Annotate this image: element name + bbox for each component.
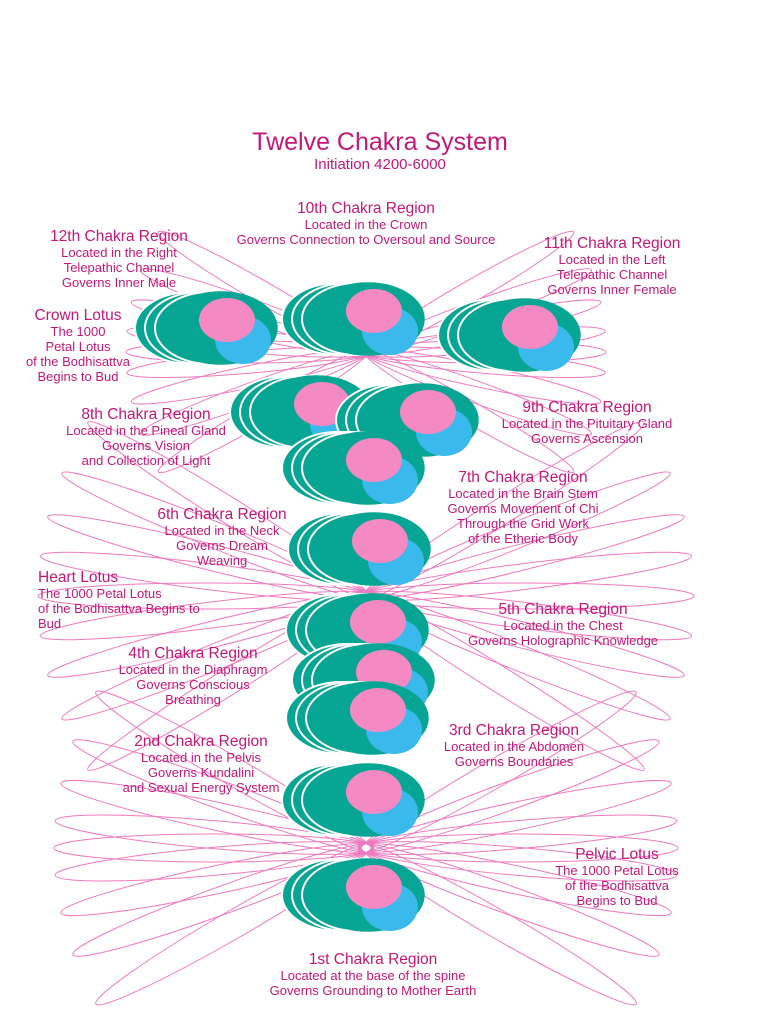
label-line: Located in the Left bbox=[558, 252, 666, 267]
chakra-12 bbox=[134, 291, 278, 365]
chakra-clusters bbox=[134, 282, 581, 932]
label-line: Telepathic Channel bbox=[63, 260, 175, 275]
chakra-11 bbox=[437, 298, 581, 372]
pelvic-lotus-petals bbox=[53, 690, 679, 1006]
label-line: Governs Conscious bbox=[136, 677, 250, 692]
label-heading: Heart Lotus bbox=[38, 569, 119, 586]
label-line: Located in the Pituitary Gland bbox=[501, 416, 673, 431]
chakra-pink-orb bbox=[502, 305, 558, 349]
label-line: The 1000 bbox=[50, 324, 106, 339]
chakra-pink-orb bbox=[346, 865, 402, 909]
label-heading: 10th Chakra Region bbox=[297, 200, 435, 217]
chakra-1 bbox=[281, 858, 425, 932]
label-line: Governs Connection to Oversoul and Sourc… bbox=[236, 232, 496, 247]
label-line: Governs Kundalini bbox=[147, 765, 255, 780]
chakra-pink-orb bbox=[350, 600, 406, 644]
label-line: and Sexual Energy System bbox=[122, 780, 280, 795]
label-line: Located at the base of the spine bbox=[280, 968, 466, 983]
label-heading: 2nd Chakra Region bbox=[134, 733, 268, 750]
label-line: Governs Boundaries bbox=[454, 754, 574, 769]
label-heading: 9th Chakra Region bbox=[522, 399, 652, 416]
label-heading: 1st Chakra Region bbox=[308, 951, 438, 968]
label-line: Located in the Chest bbox=[503, 618, 623, 633]
label-line: Governs Dream bbox=[176, 538, 268, 553]
label-line: of the Bodhisattva bbox=[564, 878, 670, 893]
lotus-petal bbox=[87, 590, 374, 771]
lotus-petal bbox=[53, 833, 375, 863]
label-heading: 6th Chakra Region bbox=[157, 506, 287, 523]
label-line: Governs Movement of Chi bbox=[447, 501, 599, 516]
chakra-pink-orb bbox=[346, 289, 402, 333]
chakra-pink-orb bbox=[400, 390, 456, 434]
label-line: Governs Inner Male bbox=[61, 275, 177, 290]
label-line: Telepathic Channel bbox=[556, 267, 668, 282]
label-line: Located in the Pineal Gland bbox=[66, 423, 226, 438]
label-line: and Collection of Light bbox=[81, 453, 211, 468]
label-line: Petal Lotus bbox=[45, 339, 111, 354]
chakra-pink-orb bbox=[352, 519, 408, 563]
label-line: Begins to Bud bbox=[37, 369, 119, 384]
label-line: Through the Grid Work bbox=[457, 516, 589, 531]
label-line: Governs Inner Female bbox=[547, 282, 677, 297]
chakra-10 bbox=[281, 282, 425, 356]
label-heading: 4th Chakra Region bbox=[128, 645, 258, 662]
chakra-2 bbox=[281, 763, 425, 837]
chakra-pink-orb bbox=[350, 688, 406, 732]
chakra-7 bbox=[281, 431, 425, 505]
label-heading: 8th Chakra Region bbox=[81, 406, 211, 423]
diagram-title: Twelve Chakra System bbox=[252, 128, 508, 156]
chakra-pink-orb bbox=[346, 438, 402, 482]
label-line: of the Etheric Body bbox=[468, 531, 578, 546]
label-heading: 11th Chakra Region bbox=[543, 235, 681, 252]
chakra-3 bbox=[285, 681, 429, 755]
label-line: Located in the Pelvis bbox=[141, 750, 261, 765]
label-heading: 12th Chakra Region bbox=[50, 228, 188, 245]
label-line: Located in the Brain Stem bbox=[448, 486, 598, 501]
label-line: Located in the Diaphragm bbox=[118, 662, 268, 677]
label-line: Begins to Bud bbox=[576, 893, 658, 908]
label-heading: Pelvic Lotus bbox=[575, 846, 659, 863]
label-line: Breathing bbox=[165, 692, 221, 707]
label-line: The 1000 Petal Lotus bbox=[38, 586, 162, 601]
label-heading: 3rd Chakra Region bbox=[448, 722, 580, 739]
label-line: Governs Vision bbox=[102, 438, 190, 453]
label-line: Governs Ascension bbox=[530, 431, 643, 446]
diagram-subtitle: Initiation 4200-6000 bbox=[314, 156, 446, 173]
label-line: Weaving bbox=[196, 553, 248, 568]
label-heading: Crown Lotus bbox=[34, 307, 122, 324]
label-line: of the Bodhisattva bbox=[25, 354, 131, 369]
label-line: Governs Holographic Knowledge bbox=[467, 633, 659, 648]
label-heading: 7th Chakra Region bbox=[458, 469, 588, 486]
label-line: Bud bbox=[38, 616, 62, 631]
chakra-pink-orb bbox=[346, 770, 402, 814]
label-line: Governs Grounding to Mother Earth bbox=[269, 983, 477, 998]
lotus-petal bbox=[95, 690, 374, 854]
chakra-pink-orb bbox=[199, 298, 255, 342]
label-line: Located in the Right bbox=[61, 245, 177, 260]
label-heading: 5th Chakra Region bbox=[498, 601, 628, 618]
label-line: of the Bodhisattva Begins to bbox=[38, 601, 200, 616]
label-line: Located in the Abdomen bbox=[443, 739, 585, 754]
label-line: Located in the Crown bbox=[304, 217, 428, 232]
label-line: Located in the Neck bbox=[164, 523, 280, 538]
label-line: The 1000 Petal Lotus bbox=[555, 863, 679, 878]
chakra-6 bbox=[287, 512, 431, 586]
